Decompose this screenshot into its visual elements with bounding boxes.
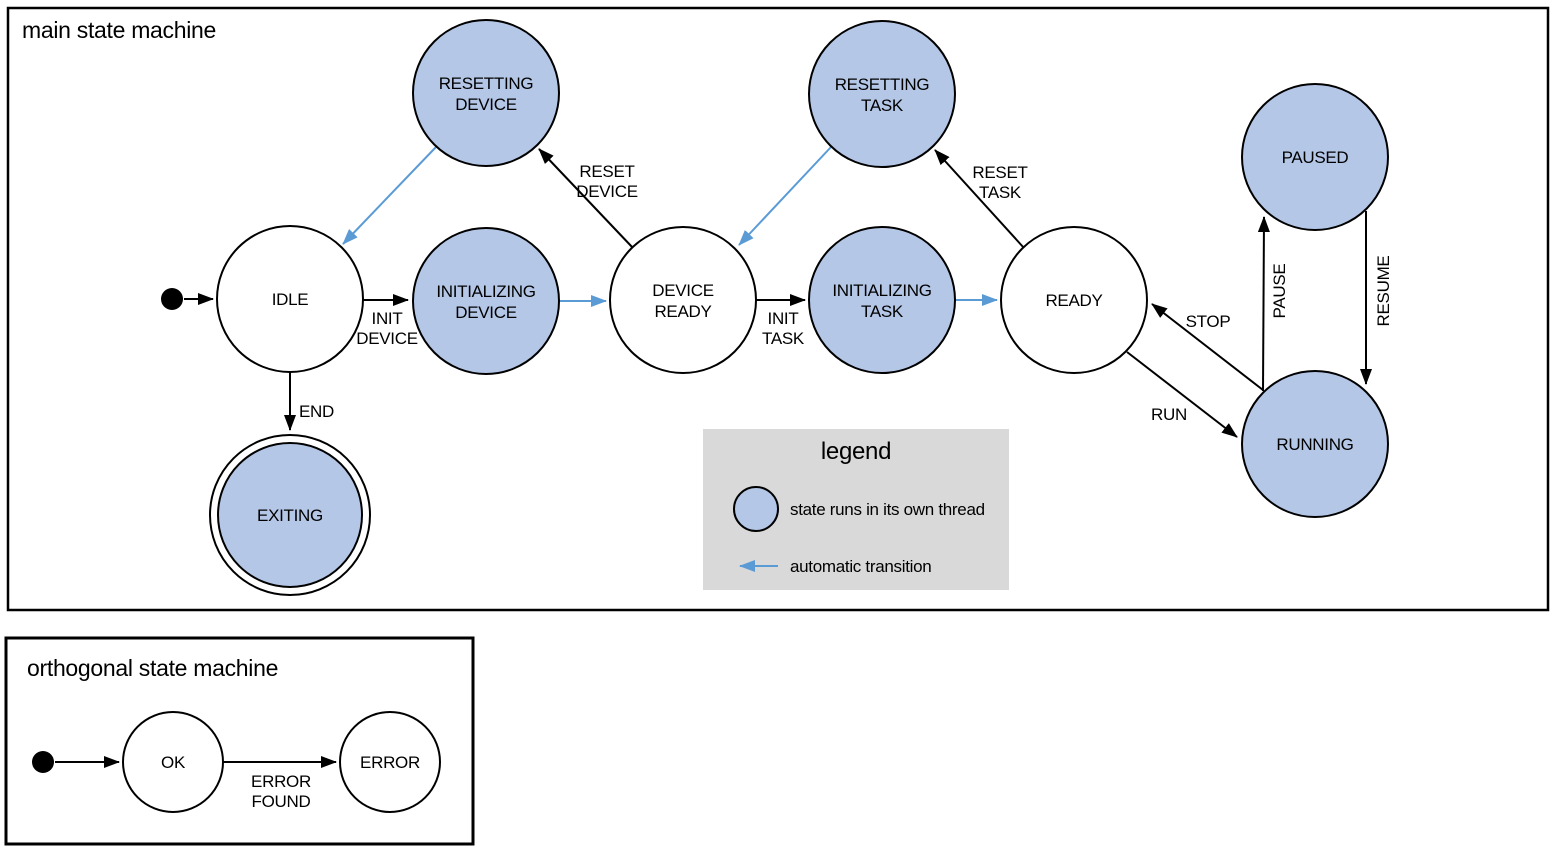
transition-run-label: RUN bbox=[1151, 405, 1187, 424]
state-idle-circle bbox=[216, 225, 364, 373]
state-initializing-device: INITIALIZING DEVICE bbox=[412, 227, 560, 375]
state-ready-label: READY bbox=[1045, 291, 1102, 310]
transition-reset-task-arrow bbox=[934, 149, 1025, 249]
transition-pause-arrow bbox=[1257, 216, 1270, 392]
state-paused: PAUSED bbox=[1241, 83, 1389, 231]
state-ok-circle bbox=[122, 711, 224, 813]
main-panel-title: main state machine bbox=[22, 17, 216, 43]
orthogonal-panel-title: orthogonal state machine bbox=[27, 655, 278, 681]
state-initializing-device-label-line1: INITIALIZING bbox=[436, 282, 535, 301]
transition-end-label: END bbox=[299, 402, 334, 421]
transition-reset-device-label-line2: DEVICE bbox=[576, 182, 638, 201]
auto-transition-resetting-device-to-idle-arrow bbox=[342, 146, 437, 245]
transition-reset-task-label-line2: TASK bbox=[979, 183, 1022, 202]
transition-init-task-label-line2: TASK bbox=[762, 329, 805, 348]
state-resetting-device: RESETTING DEVICE bbox=[412, 19, 560, 167]
state-error-circle bbox=[339, 711, 441, 813]
state-ok-label: OK bbox=[161, 753, 186, 772]
state-device-ready-label-line2: READY bbox=[654, 302, 711, 321]
state-initializing-device-label-line2: DEVICE bbox=[455, 303, 517, 322]
transition-pause-label: PAUSE bbox=[1270, 264, 1289, 319]
state-resetting-device-label-line2: DEVICE bbox=[455, 95, 517, 114]
state-device-ready-label-line1: DEVICE bbox=[652, 281, 714, 300]
legend-threaded-state-label: state runs in its own thread bbox=[790, 500, 985, 519]
transition-init-device-label-line1: INIT bbox=[372, 309, 403, 328]
state-resetting-task-circle bbox=[808, 20, 956, 168]
state-device-ready-circle bbox=[609, 226, 757, 374]
state-paused-label: PAUSED bbox=[1282, 148, 1349, 167]
initial-state-dot bbox=[161, 288, 183, 310]
state-resetting-task-label-line1: RESETTING bbox=[835, 75, 930, 94]
state-running-label: RUNNING bbox=[1276, 435, 1353, 454]
state-ready-circle bbox=[1000, 226, 1148, 374]
state-paused-circle bbox=[1241, 83, 1389, 231]
state-resetting-device-circle bbox=[412, 19, 560, 167]
transition-stop-arrow bbox=[1151, 303, 1264, 391]
state-idle-label: IDLE bbox=[272, 290, 309, 309]
orthogonal-panel-border bbox=[4, 636, 475, 846]
state-resetting-task: RESETTING TASK bbox=[808, 20, 956, 168]
transition-run-arrow bbox=[1126, 351, 1238, 438]
state-exiting-circle bbox=[217, 442, 363, 588]
state-resetting-task-label-line2: TASK bbox=[861, 96, 904, 115]
transition-reset-device-arrow bbox=[538, 148, 634, 249]
state-exiting-label: EXITING bbox=[257, 506, 323, 525]
transition-error-found-label-line1: ERROR bbox=[251, 772, 311, 791]
main-panel-border bbox=[6, 6, 1550, 612]
state-ok: OK bbox=[122, 711, 224, 813]
transition-reset-device-label-line1: RESET bbox=[579, 162, 634, 181]
state-error-label: ERROR bbox=[360, 753, 420, 772]
state-running: RUNNING bbox=[1241, 370, 1389, 518]
state-exiting-final: EXITING bbox=[209, 434, 371, 596]
state-initializing-task-circle bbox=[808, 226, 956, 374]
state-error: ERROR bbox=[339, 711, 441, 813]
threaded-state-circle-icon bbox=[733, 486, 779, 532]
state-initializing-task-label-line1: INITIALIZING bbox=[832, 281, 931, 300]
transition-reset-task-label-line1: RESET bbox=[972, 163, 1027, 182]
legend-title: legend bbox=[821, 438, 891, 465]
transition-stop-label: STOP bbox=[1186, 312, 1231, 331]
transition-init-task-label-line1: INIT bbox=[768, 309, 799, 328]
transition-error-found-label-line2: FOUND bbox=[252, 792, 311, 811]
auto-transition-resetting-task-to-device-ready-arrow bbox=[738, 146, 832, 246]
legend-automatic-transition-label: automatic transition bbox=[790, 557, 931, 576]
state-initializing-task: INITIALIZING TASK bbox=[808, 226, 956, 374]
state-running-circle bbox=[1241, 370, 1389, 518]
state-ready: READY bbox=[1000, 226, 1148, 374]
transition-init-device-label-line2: DEVICE bbox=[356, 329, 418, 348]
legend: legend state runs in its own thread auto… bbox=[703, 429, 1009, 590]
state-initializing-task-label-line2: TASK bbox=[861, 302, 904, 321]
state-resetting-device-label-line1: RESETTING bbox=[439, 74, 534, 93]
transition-resume-label: RESUME bbox=[1374, 256, 1393, 327]
state-initializing-device-circle bbox=[412, 227, 560, 375]
state-idle: IDLE bbox=[216, 225, 364, 373]
orthogonal-initial-state-dot bbox=[32, 751, 54, 773]
state-device-ready: DEVICE READY bbox=[609, 226, 757, 374]
